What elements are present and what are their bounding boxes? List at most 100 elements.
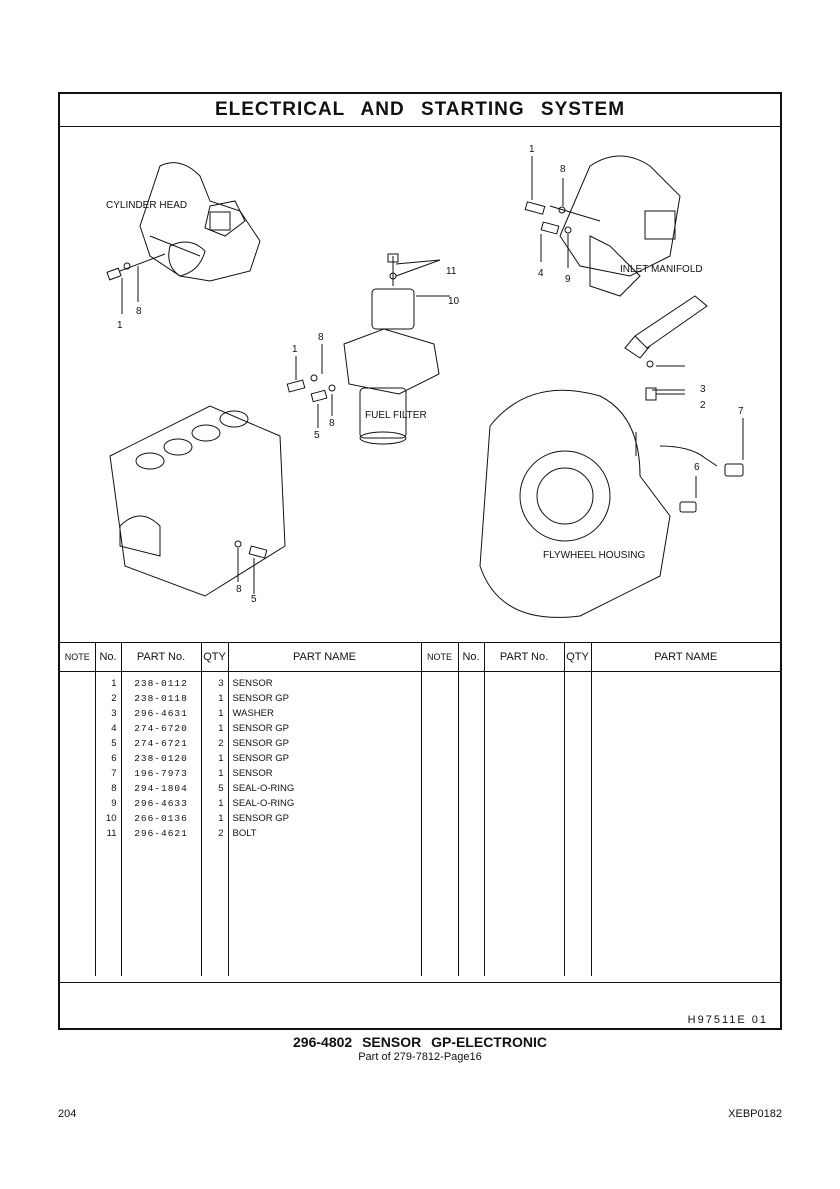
- cell-no: 3: [94, 706, 121, 721]
- cell-qty-right: [563, 751, 591, 766]
- cell-note: [60, 826, 95, 841]
- filler-cell: [94, 841, 121, 976]
- callout-7: 7: [738, 406, 744, 417]
- cell-part-no: 294-1804: [120, 781, 201, 796]
- cell-part-no-right: [483, 721, 564, 736]
- parts-table: NOTE No. PART No. QTY PART NAME NOTE No.…: [60, 642, 780, 976]
- filler-cell: [420, 841, 458, 976]
- cell-part-name-right: [590, 826, 780, 841]
- header-note-right: NOTE: [420, 642, 458, 672]
- cell-part-no: 296-4633: [120, 796, 201, 811]
- cell-part-name-right: [590, 751, 780, 766]
- cell-no-right: [457, 706, 484, 721]
- cell-part-no: 296-4631: [120, 706, 201, 721]
- cell-part-name: SEAL-O-RING: [227, 796, 421, 811]
- cell-qty: 1: [200, 811, 228, 826]
- cell-no: 4: [94, 721, 121, 736]
- group-caption: 296-4802 SENSOR GP-ELECTRONIC: [293, 1034, 547, 1050]
- cell-note: [60, 781, 95, 796]
- cell-qty: 3: [200, 671, 228, 691]
- cell-part-no: 238-0112: [120, 671, 201, 691]
- parts-sheet-frame: ELECTRICAL AND STARTING SYSTEM: [58, 92, 782, 1030]
- cell-part-no-right: [483, 736, 564, 751]
- cell-qty: 2: [200, 736, 228, 751]
- cell-note: [60, 691, 95, 706]
- cell-note: [60, 796, 95, 811]
- cell-part-name-right: [590, 781, 780, 796]
- cell-part-no-right: [483, 826, 564, 841]
- cell-part-no-right: [483, 706, 564, 721]
- cell-part-name: WASHER: [227, 706, 421, 721]
- cell-part-name-right: [590, 706, 780, 721]
- exploded-diagram: CYLINDER HEAD FUEL FILTER INLET MANIFOLD…: [60, 126, 780, 642]
- cell-part-no-right: [483, 751, 564, 766]
- cell-part-name: SENSOR GP: [227, 691, 421, 706]
- cell-note-right: [420, 826, 458, 841]
- cell-note-right: [420, 766, 458, 781]
- inlet-manifold-drawing: [524, 155, 681, 297]
- cell-part-name: SENSOR GP: [227, 751, 421, 766]
- cell-part-no: 196-7973: [120, 766, 201, 781]
- cell-note: [60, 706, 95, 721]
- callout-3: 3: [700, 384, 706, 395]
- table-filler-row: [60, 841, 780, 976]
- cell-qty-right: [563, 721, 591, 736]
- cell-no: 6: [94, 751, 121, 766]
- cell-part-no: 238-0120: [120, 751, 201, 766]
- filler-cell: [227, 841, 421, 976]
- filler-cell: [457, 841, 484, 976]
- cell-note-right: [420, 781, 458, 796]
- page-title: ELECTRICAL AND STARTING SYSTEM: [60, 94, 780, 127]
- cell-qty: 1: [200, 796, 228, 811]
- cell-no-right: [457, 826, 484, 841]
- cell-qty: 5: [200, 781, 228, 796]
- header-part-name: PART NAME: [227, 642, 421, 672]
- flywheel-housing-drawing: [479, 389, 744, 618]
- label-cylinder-head: CYLINDER HEAD: [106, 200, 188, 211]
- header-part-name-right: PART NAME: [590, 642, 780, 672]
- header-no-right: No.: [457, 642, 484, 672]
- callout-11: 11: [446, 266, 457, 277]
- cell-no: 7: [94, 766, 121, 781]
- cell-qty-right: [563, 826, 591, 841]
- cell-qty-right: [563, 671, 591, 691]
- header-note: NOTE: [60, 642, 95, 672]
- cell-part-no: 274-6720: [120, 721, 201, 736]
- callout-4: 4: [538, 268, 544, 279]
- header-part-no: PART No.: [120, 642, 201, 672]
- cell-note-right: [420, 671, 458, 691]
- cell-note: [60, 751, 95, 766]
- cell-no: 1: [94, 671, 121, 691]
- callout-8: 8: [236, 584, 242, 595]
- filler-cell: [483, 841, 564, 976]
- filler-cell: [120, 841, 201, 976]
- fuel-filter-drawing: [286, 253, 450, 445]
- cell-note: [60, 672, 95, 692]
- cell-note: [60, 736, 95, 751]
- cell-part-no-right: [483, 781, 564, 796]
- cell-part-no-right: [483, 811, 564, 826]
- cell-qty: 1: [200, 721, 228, 736]
- cell-no-right: [457, 736, 484, 751]
- cell-no-right: [457, 691, 484, 706]
- callout-1: 1: [529, 144, 535, 155]
- cell-no-right: [457, 766, 484, 781]
- cell-no-right: [457, 721, 484, 736]
- callout-6: 6: [694, 462, 700, 473]
- document-code: XEBP0182: [728, 1108, 782, 1120]
- cell-part-name-right: [590, 766, 780, 781]
- cell-part-name: SENSOR: [227, 766, 421, 781]
- page-number: 204: [58, 1108, 77, 1120]
- cell-no: 11: [94, 826, 121, 841]
- callout-8: 8: [560, 164, 566, 175]
- cell-qty-right: [563, 811, 591, 826]
- header-part-no-right: PART No.: [483, 642, 564, 672]
